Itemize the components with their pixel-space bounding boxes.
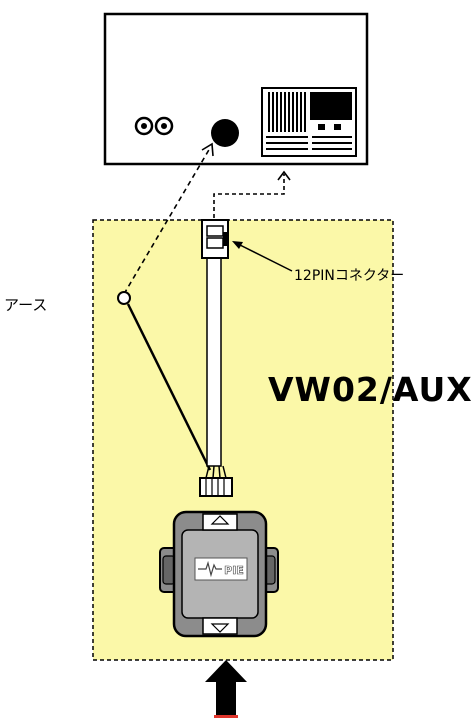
module-logo: PIE: [224, 564, 244, 577]
lower-connector-icon: [199, 465, 233, 497]
earth-label: アース: [4, 296, 48, 314]
rca-jack-icon: [154, 116, 174, 136]
up-arrow-icon: [210, 515, 230, 525]
ground-terminal-icon: [211, 119, 239, 147]
head-unit: [103, 12, 369, 166]
vw02-aux-module: PIE: [159, 510, 279, 638]
product-label: VW02/AUX: [268, 370, 473, 409]
waveform-icon: [198, 560, 222, 578]
red-mark: [214, 715, 238, 718]
harness-cable: [206, 255, 222, 467]
connector-dashed-arrow: [213, 170, 291, 218]
ground-dashed-arrow: [123, 142, 214, 295]
insert-arrow-icon: [205, 660, 247, 718]
down-arrow-icon: [210, 623, 230, 633]
connector-label: 12PINコネクター: [294, 268, 405, 284]
rca-jack-icon: [134, 116, 154, 136]
12pin-connector-icon: [201, 219, 229, 259]
connector-panel-icon: [261, 87, 357, 157]
connector-leader-arrow: [232, 241, 293, 272]
ground-wire: [126, 303, 212, 471]
ground-ring-icon: [117, 291, 131, 305]
